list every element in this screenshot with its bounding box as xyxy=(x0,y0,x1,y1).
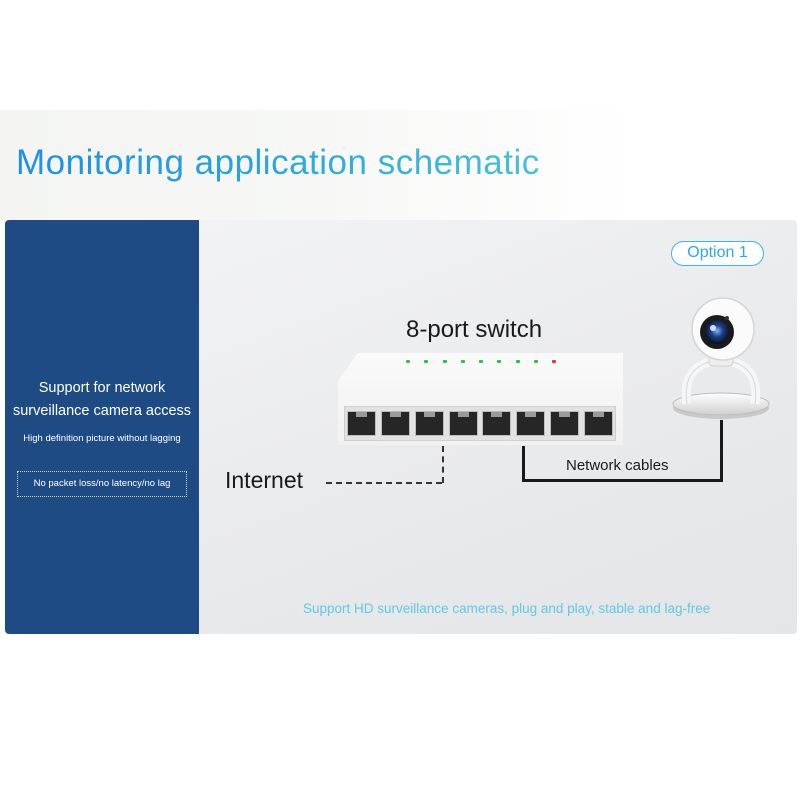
sidebar-feature-line-1: Support for network xyxy=(38,380,166,396)
header-background xyxy=(0,110,800,220)
schematic-panel: Support for network surveillance camera … xyxy=(5,220,797,634)
footer-caption: Support HD surveillance cameras, plug an… xyxy=(303,601,711,616)
network-cable-right xyxy=(720,420,723,482)
network-cable-left xyxy=(522,446,525,482)
ethernet-port xyxy=(381,411,411,436)
led-indicator xyxy=(460,360,465,363)
ethernet-port xyxy=(482,411,512,436)
network-cables-label: Network cables xyxy=(566,457,669,474)
led-indicator xyxy=(515,360,520,363)
ethernet-port xyxy=(516,411,546,436)
diagram-area: Option 1 8-port switch Internet xyxy=(199,220,797,634)
led-indicator xyxy=(533,360,538,363)
led-indicator xyxy=(406,360,410,363)
ethernet-port xyxy=(448,411,478,436)
internet-dashed-connector xyxy=(442,446,444,483)
power-led-indicator xyxy=(552,360,556,363)
led-indicator xyxy=(442,360,447,363)
sidebar-subtitle: High definition picture without lagging xyxy=(23,433,181,444)
ethernet-port xyxy=(549,411,579,436)
led-indicator xyxy=(497,360,502,363)
internet-dashed-line xyxy=(326,482,442,484)
network-cable-bottom xyxy=(522,479,723,482)
led-indicator xyxy=(479,360,483,363)
switch-led-row xyxy=(406,360,556,366)
ethernet-port xyxy=(347,411,377,436)
sidebar-feature-line-2: surveillance camera access xyxy=(12,403,192,419)
ethernet-port xyxy=(583,411,613,436)
sidebar: Support for network surveillance camera … xyxy=(5,220,199,634)
internet-label: Internet xyxy=(225,467,303,493)
sidebar-badge: No packet loss/no latency/no lag xyxy=(17,471,187,497)
ethernet-port xyxy=(414,411,444,436)
led-indicator xyxy=(424,360,429,363)
option-badge: Option 1 xyxy=(671,241,764,266)
switch-label: 8-port switch xyxy=(406,316,543,343)
switch-port-row xyxy=(344,406,616,441)
page-title: Monitoring application schematic xyxy=(16,143,540,182)
camera-icon xyxy=(672,297,770,419)
